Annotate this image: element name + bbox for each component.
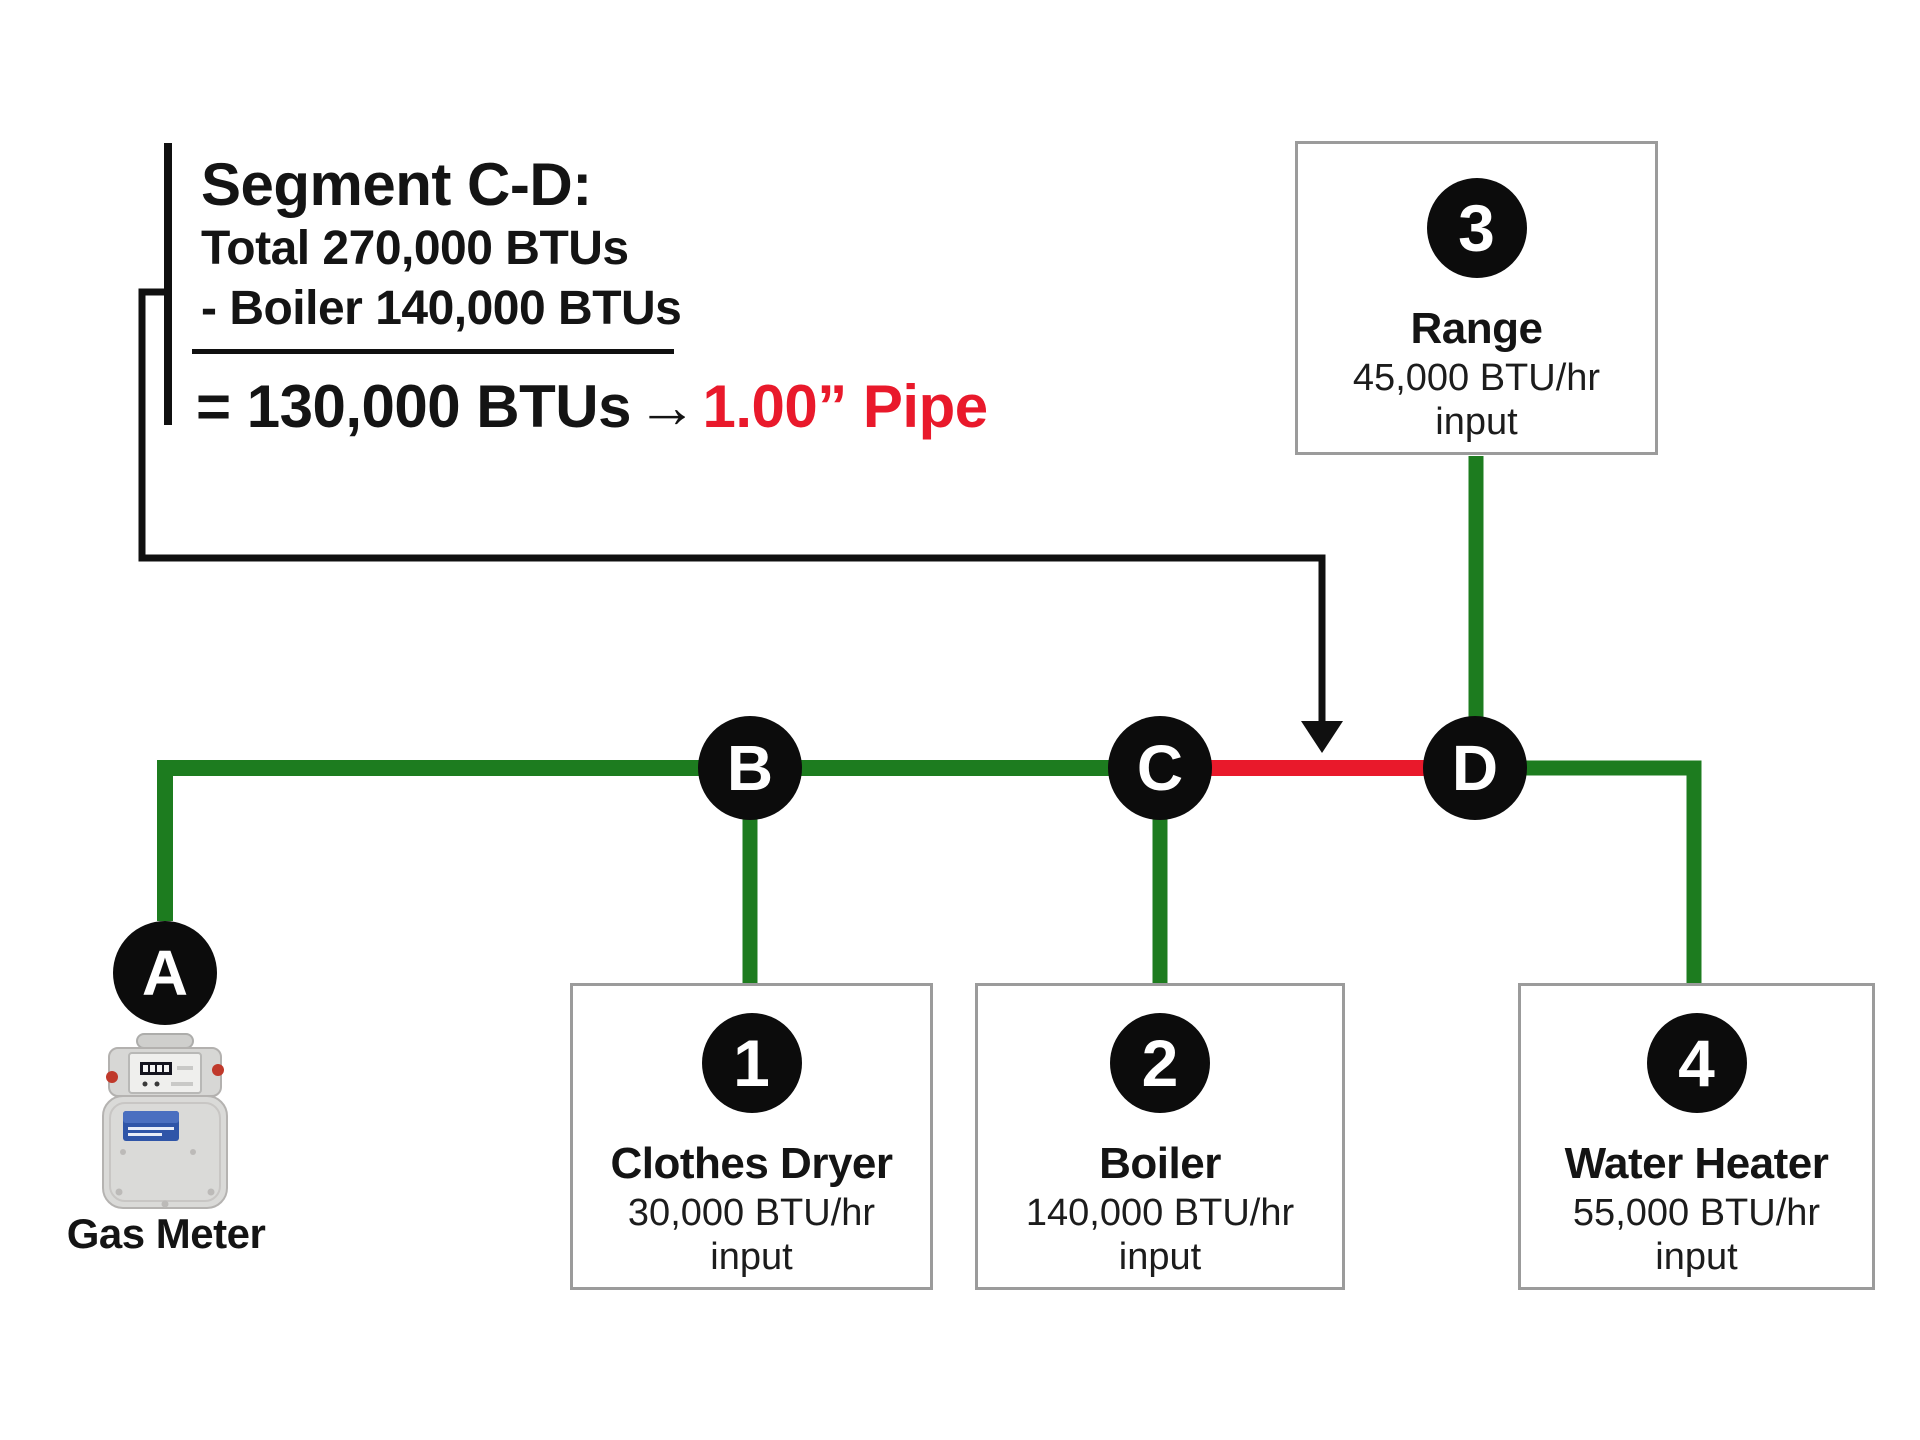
appliance-number-badge: 1 — [701, 1013, 802, 1113]
appliance-box-clothes-dryer: 1 Clothes Dryer 30,000 BTU/hr input — [570, 983, 933, 1290]
appliance-input-note: input — [1655, 1236, 1738, 1279]
callout-result-line: = 130,000 BTUs→1.00” Pipe — [196, 372, 988, 441]
appliance-box-boiler: 2 Boiler 140,000 BTU/hr input — [975, 983, 1345, 1290]
appliance-name: Clothes Dryer — [610, 1139, 893, 1188]
node-a-label: A — [141, 937, 189, 1009]
appliance-btu-rating: 140,000 BTU/hr — [1025, 1192, 1295, 1235]
callout-pointer-line — [138, 288, 1326, 726]
appliance-number-badge: 3 — [1426, 178, 1527, 278]
appliance-box-range: 3 Range 45,000 BTU/hr input — [1295, 141, 1658, 455]
appliance-box-water-heater: 4 Water Heater 55,000 BTU/hr input — [1518, 983, 1875, 1290]
node-b: B — [698, 716, 802, 820]
callout-pipe-size: 1.00” Pipe — [702, 373, 988, 440]
appliance-name: Range — [1410, 304, 1543, 353]
callout-divider-rule — [192, 349, 674, 354]
appliance-number-badge: 4 — [1646, 1013, 1747, 1113]
appliance-name: Boiler — [1099, 1139, 1221, 1188]
node-d: D — [1423, 716, 1527, 820]
gas-meter-image — [102, 1033, 228, 1209]
appliance-btu-rating: 45,000 BTU/hr — [1352, 357, 1601, 400]
appliance-input-note: input — [1435, 401, 1518, 444]
pipe-a-to-c-green — [157, 760, 1160, 921]
callout-title: Segment C-D: — [201, 151, 592, 218]
pipe-d-to-waterheater-green — [1475, 760, 1702, 985]
appliance-input-note: input — [710, 1236, 793, 1279]
appliance-input-note: input — [1118, 1236, 1202, 1279]
callout-total-line: Total 270,000 BTUs — [201, 222, 629, 275]
appliance-name: Water Heater — [1564, 1139, 1829, 1188]
callout-result-btus: = 130,000 BTUs — [196, 373, 631, 440]
node-b-label: B — [726, 732, 774, 804]
node-a: A — [113, 921, 217, 1025]
node-c: C — [1108, 716, 1212, 820]
appliance-number-badge: 2 — [1110, 1013, 1210, 1113]
node-d-label: D — [1451, 732, 1499, 804]
right-arrow-icon: → — [636, 373, 697, 440]
appliance-btu-rating: 30,000 BTU/hr — [627, 1192, 876, 1235]
callout-minus-line: - Boiler 140,000 BTUs — [201, 282, 682, 335]
appliance-btu-rating: 55,000 BTU/hr — [1572, 1192, 1821, 1235]
callout-pointer-arrowhead-icon — [1301, 721, 1343, 753]
callout-left-bar — [164, 143, 172, 425]
node-c-label: C — [1136, 732, 1184, 804]
gas-meter-label: Gas Meter — [66, 1210, 266, 1257]
